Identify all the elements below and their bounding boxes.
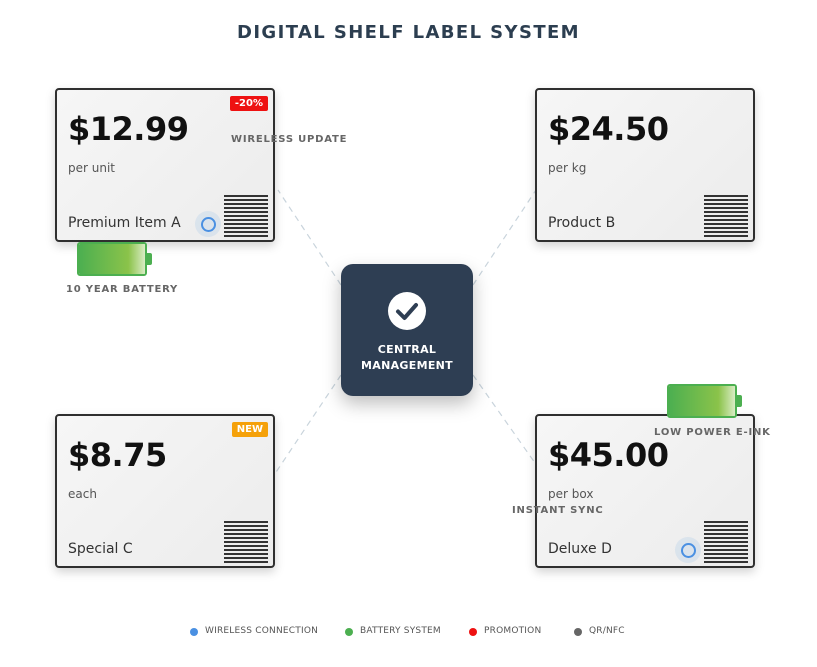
feature-low-power: LOW POWER E-INK [654,427,771,438]
connection-line-b [472,189,537,286]
connection-line-a [277,189,342,286]
label-product-name: Special C [68,541,133,557]
connection-line-d [472,374,541,471]
label-price: $12.99 [68,110,189,148]
label-price: $45.00 [548,436,669,474]
label-unit: each [68,487,97,501]
new-badge: NEW [231,422,268,437]
battery-icon [77,242,147,276]
feature-wireless-update: WIRELESS UPDATE [231,134,348,145]
legend-dot-battery [345,628,353,636]
barcode-icon [224,195,268,239]
label-unit: per kg [548,161,587,175]
barcode-icon [224,521,268,565]
legend-dot-wireless [190,628,198,636]
feature-battery: 10 YEAR BATTERY [66,284,179,295]
barcode-icon [704,195,748,239]
shelf-label-c[interactable]: NEW $8.75 each Special C [55,414,275,568]
legend-dot-qr-nfc [574,628,582,636]
label-unit: per box [548,487,594,501]
battery-tip [147,253,152,265]
legend-item-battery: BATTERY SYSTEM [360,626,441,636]
hub-label: CENTRAL MANAGEMENT [361,343,453,372]
barcode-icon [704,521,748,565]
label-price: $24.50 [548,110,669,148]
battery-tip [737,395,742,407]
connection-line-c [253,374,342,506]
nfc-icon [195,211,221,237]
central-management-hub[interactable]: CENTRAL MANAGEMENT [341,264,473,396]
legend-dot-promotion [469,628,477,636]
legend-item-wireless: WIRELESS CONNECTION [205,626,319,636]
shelf-label-b[interactable]: $24.50 per kg Product B [535,88,755,242]
legend-item-qr-nfc: QR/NFC [589,626,625,636]
legend-item-promotion: PROMOTION [484,626,542,636]
nfc-icon [675,537,701,563]
label-product-name: Product B [548,215,616,231]
label-price: $8.75 [68,436,167,474]
label-unit: per unit [68,161,115,175]
feature-instant-sync: INSTANT SYNC [512,505,604,516]
label-product-name: Premium Item A [68,215,181,231]
battery-icon [667,384,737,418]
promotion-badge: -20% [229,96,268,111]
label-product-name: Deluxe D [548,541,612,557]
shelf-label-d[interactable]: $45.00 per box Deluxe D [535,414,755,568]
shelf-label-a[interactable]: -20% $12.99 per unit Premium Item A [55,88,275,242]
page-title: DIGITAL SHELF LABEL SYSTEM [236,22,580,43]
check-icon [388,292,426,330]
